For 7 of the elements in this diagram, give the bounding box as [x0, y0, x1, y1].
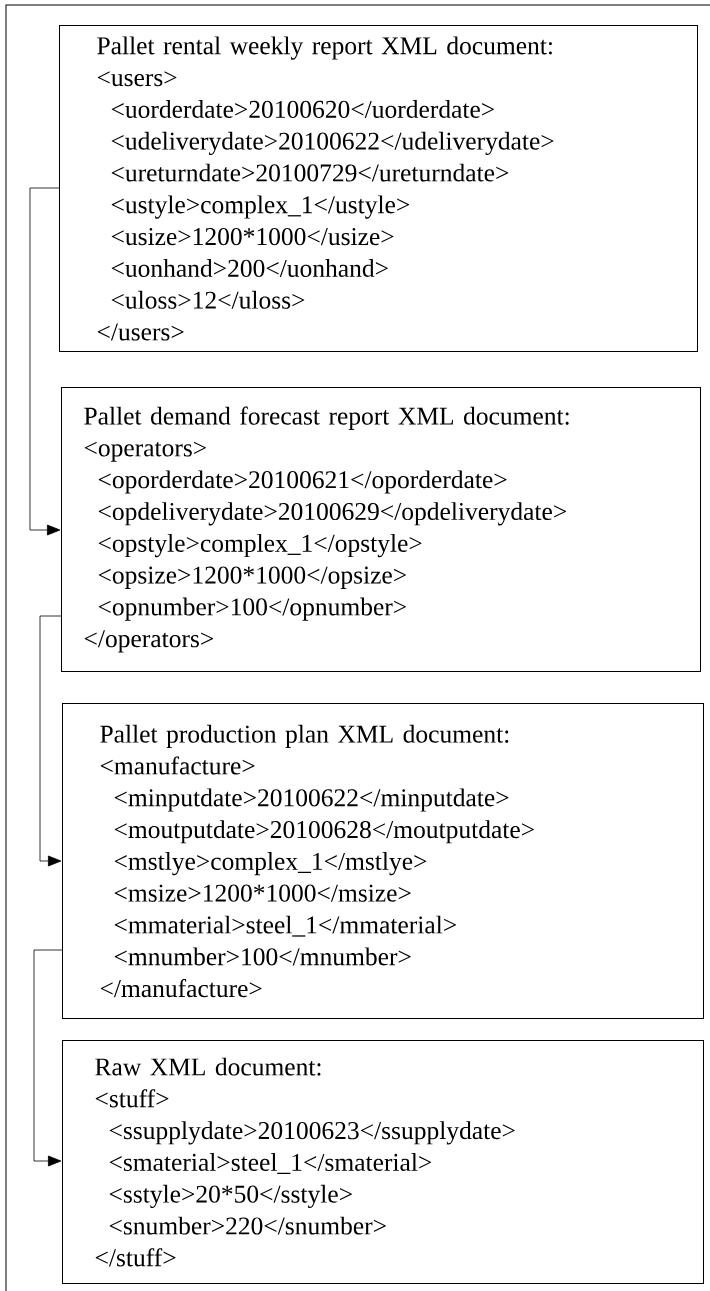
arrow [29, 187, 61, 536]
xml-document-box: Pallet demand forecast report XML document: <operators> <oporderdate>20100621</oporderdate> <opdeliverydate>20100629</opdeliverydate> <opstyle>complex_1</opstyle> <opsize>1200*1000</opsize> <opnumber>100</opnumber> </operators> [61, 387, 701, 672]
xml-document-box: Pallet rental weekly report XML document: <users> <uorderdate>20100620</uorderdate> <udeliverydate>20100622</udeliverydate> <ureturndate>20100729</ureturndate> <ustyle>complex_1</ustyle> <usize>1200*1000</usize> <uonhand>200</uonhand> <uloss>12</uloss> </users> [59, 25, 698, 352]
xml-document-box: Pallet production plan XML document: <manufacture> <minputdate>20100622</minputdate> <moutputdate>20100628</moutputdate> <mstlye>complex_1</mstlye> <msize>1200*1000</msize> <mmaterial>steel_1</mmaterial> <mnumber>100</mnumber> </manufacture> [62, 703, 704, 1019]
arrow [33, 949, 63, 1167]
xml-document-box: Raw XML document: <stuff> <ssupplydate>20100623</ssupplydate> <smaterial>steel_1</smaterial> <sstyle>20*50</sstyle> <snumber>220</snumber> </stuff> [62, 1040, 704, 1284]
arrow [39, 615, 62, 867]
